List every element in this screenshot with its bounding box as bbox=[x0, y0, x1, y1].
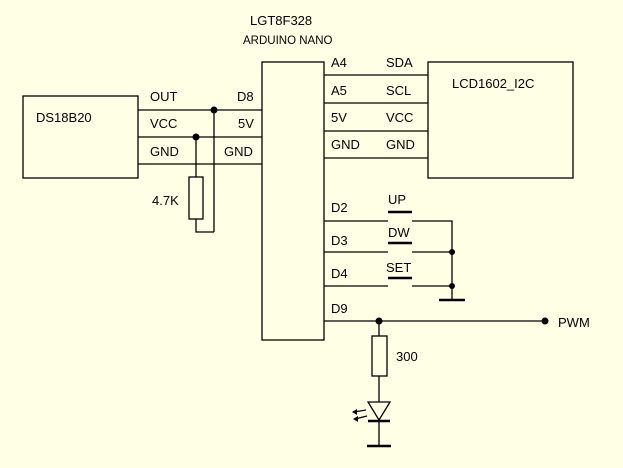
pullup-resistor bbox=[188, 176, 204, 220]
mcu-pin-d9: D9 bbox=[331, 301, 348, 316]
mcu-pin-5v-right: 5V bbox=[331, 110, 347, 125]
led-triangle bbox=[366, 401, 392, 422]
mcu-pin-a5: A5 bbox=[331, 83, 347, 98]
junction-dw bbox=[449, 249, 455, 255]
button-set-label: SET bbox=[386, 260, 412, 275]
mcu-pin-5v-left: 5V bbox=[238, 116, 254, 131]
button-up-label: UP bbox=[388, 192, 407, 207]
junction-set bbox=[449, 283, 455, 289]
pwm-label: PWM bbox=[558, 315, 590, 330]
mcu-pin-gnd-right: GND bbox=[331, 137, 360, 152]
led-resistor bbox=[371, 335, 388, 377]
mcu-subtitle: ARDUINO NANO bbox=[243, 35, 333, 47]
lcd-pin-scl: SCL bbox=[386, 83, 412, 98]
wire-pullup-bottom bbox=[195, 219, 214, 233]
pullup-resistor-value: 4.7K bbox=[152, 193, 179, 208]
lcd-pin-gnd: GND bbox=[386, 137, 415, 152]
mcu-pin-a4: A4 bbox=[331, 55, 347, 70]
junction-vcc bbox=[192, 133, 200, 141]
mcu-pin-d3: D3 bbox=[331, 233, 348, 248]
mcu-box bbox=[261, 61, 325, 341]
junction-out bbox=[210, 106, 218, 114]
pwm-terminal bbox=[541, 317, 549, 325]
lcd-pin-sda: SDA bbox=[386, 55, 413, 70]
button-dw-label: DW bbox=[388, 225, 410, 240]
mcu-pin-d2: D2 bbox=[331, 200, 348, 215]
mcu-pin-d4: D4 bbox=[331, 266, 348, 281]
lcd-name: LCD1602_I2C bbox=[452, 76, 535, 91]
led-arrowhead-1 bbox=[352, 409, 357, 415]
sensor-pin-out: OUT bbox=[150, 89, 178, 104]
mcu-pin-d8: D8 bbox=[237, 89, 254, 104]
led-arrowhead-2 bbox=[353, 416, 358, 422]
ds18b20-box bbox=[22, 95, 139, 179]
wire-button-common bbox=[412, 220, 453, 300]
lcd-box bbox=[427, 61, 574, 179]
sensor-pin-gnd: GND bbox=[150, 144, 179, 159]
sensor-pin-vcc: VCC bbox=[150, 116, 178, 131]
mcu-title: LGT8F328 bbox=[250, 13, 313, 28]
mcu-pin-gnd-left: GND bbox=[224, 144, 253, 159]
junction-d9 bbox=[375, 317, 383, 325]
sensor-name: DS18B20 bbox=[36, 110, 92, 125]
lcd-pin-vcc: VCC bbox=[386, 110, 414, 125]
led-resistor-value: 300 bbox=[396, 349, 418, 364]
